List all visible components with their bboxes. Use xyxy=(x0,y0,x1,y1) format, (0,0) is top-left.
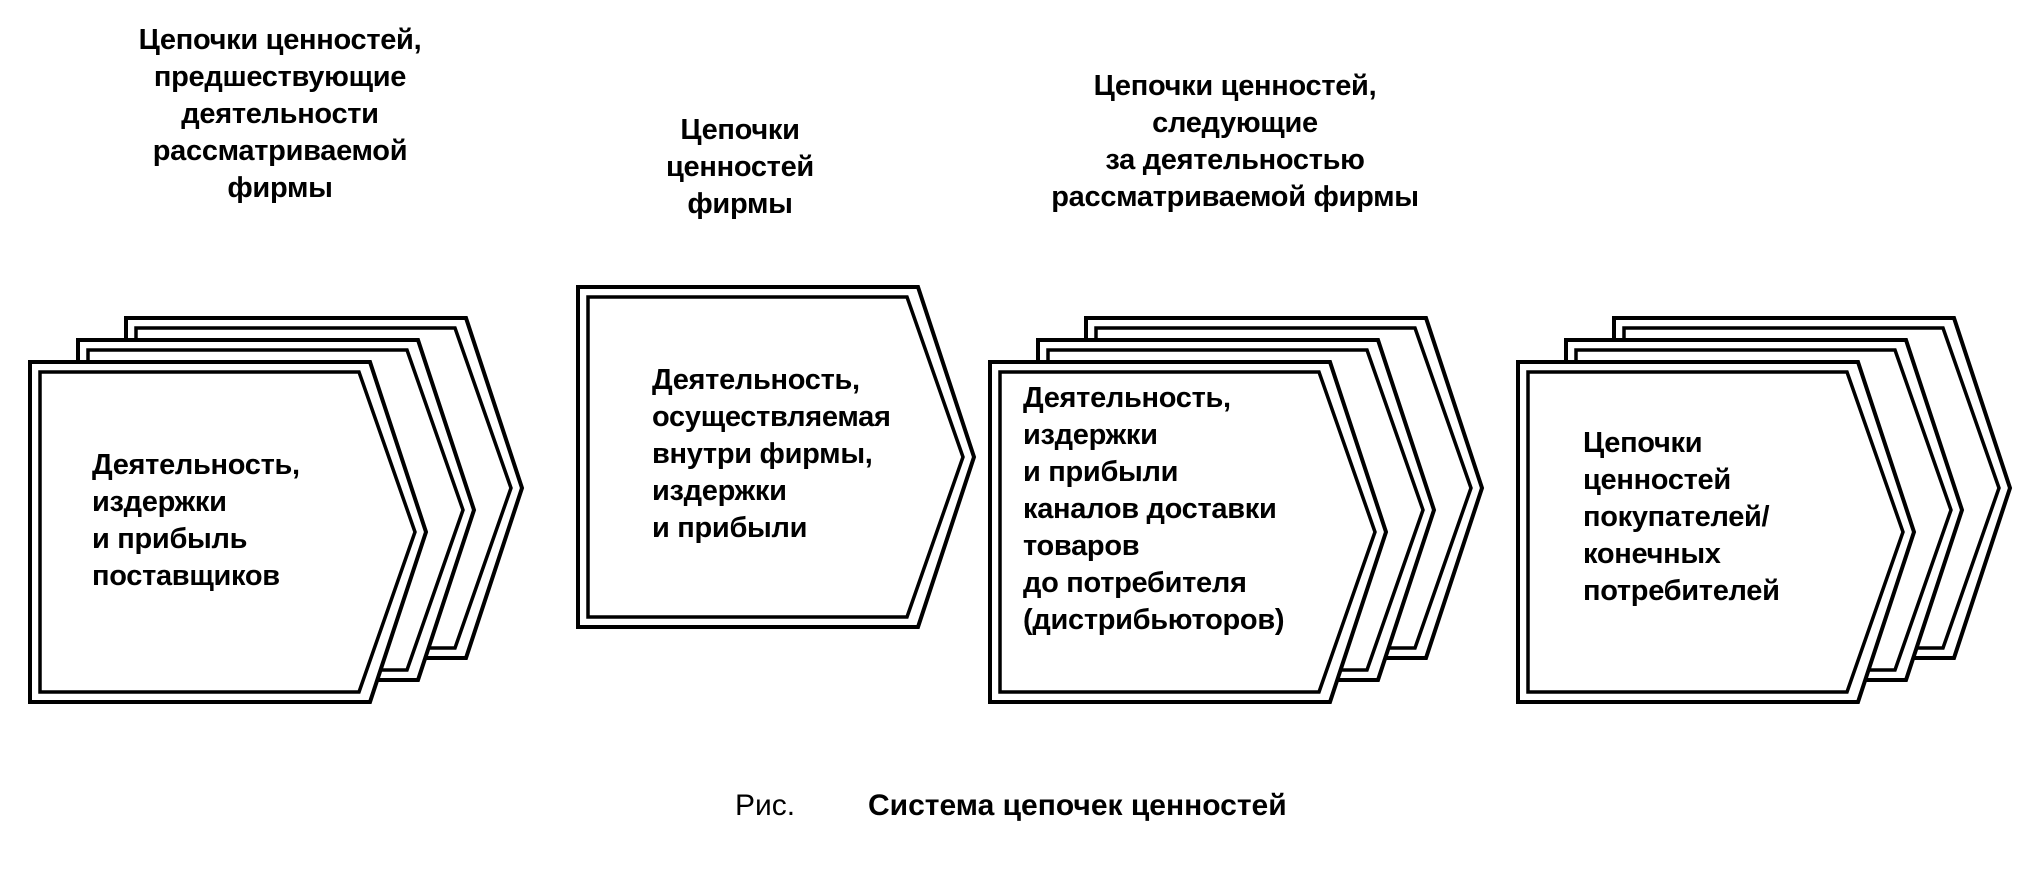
chevron-outer-suppliers-0 xyxy=(28,360,429,704)
chevron-stack-buyers xyxy=(1516,316,2013,704)
heading-upstream-chains: Цепочки ценностей, предшествующие деятел… xyxy=(138,24,422,204)
box-suppliers-text: Деятельность, издержки и прибыль поставщ… xyxy=(92,449,300,592)
chevron-arrows xyxy=(28,285,2013,704)
chevron-stack-distributors xyxy=(988,316,1485,704)
chevron-inner-suppliers-0 xyxy=(38,370,417,694)
chevron-stack-firm xyxy=(576,285,977,629)
heading-firm-chains: Цепочки ценностей фирмы xyxy=(666,114,814,220)
chevron-inner-firm-0 xyxy=(586,295,965,619)
box-distributors-text: Деятельность, издержки и прибыли каналов… xyxy=(1023,382,1285,636)
box-buyers-text: Цепочки ценностей покупателей/ конечных … xyxy=(1583,427,1780,607)
figure-caption-title: Система цепочек ценностей xyxy=(868,789,1287,822)
chevron-outer-buyers-0 xyxy=(1516,360,1917,704)
heading-downstream-chains: Цепочки ценностей, следующие за деятельн… xyxy=(1051,70,1419,213)
chevron-outer-firm-0 xyxy=(576,285,977,629)
figure-caption-prefix: Рис. xyxy=(735,789,796,822)
chevron-stack-suppliers xyxy=(28,316,525,704)
box-firm-text: Деятельность, осуществляемая внутри фирм… xyxy=(652,364,891,544)
chevron-inner-distributors-0 xyxy=(998,370,1377,694)
chevron-outer-distributors-0 xyxy=(988,360,1389,704)
chevron-inner-buyers-0 xyxy=(1526,370,1905,694)
